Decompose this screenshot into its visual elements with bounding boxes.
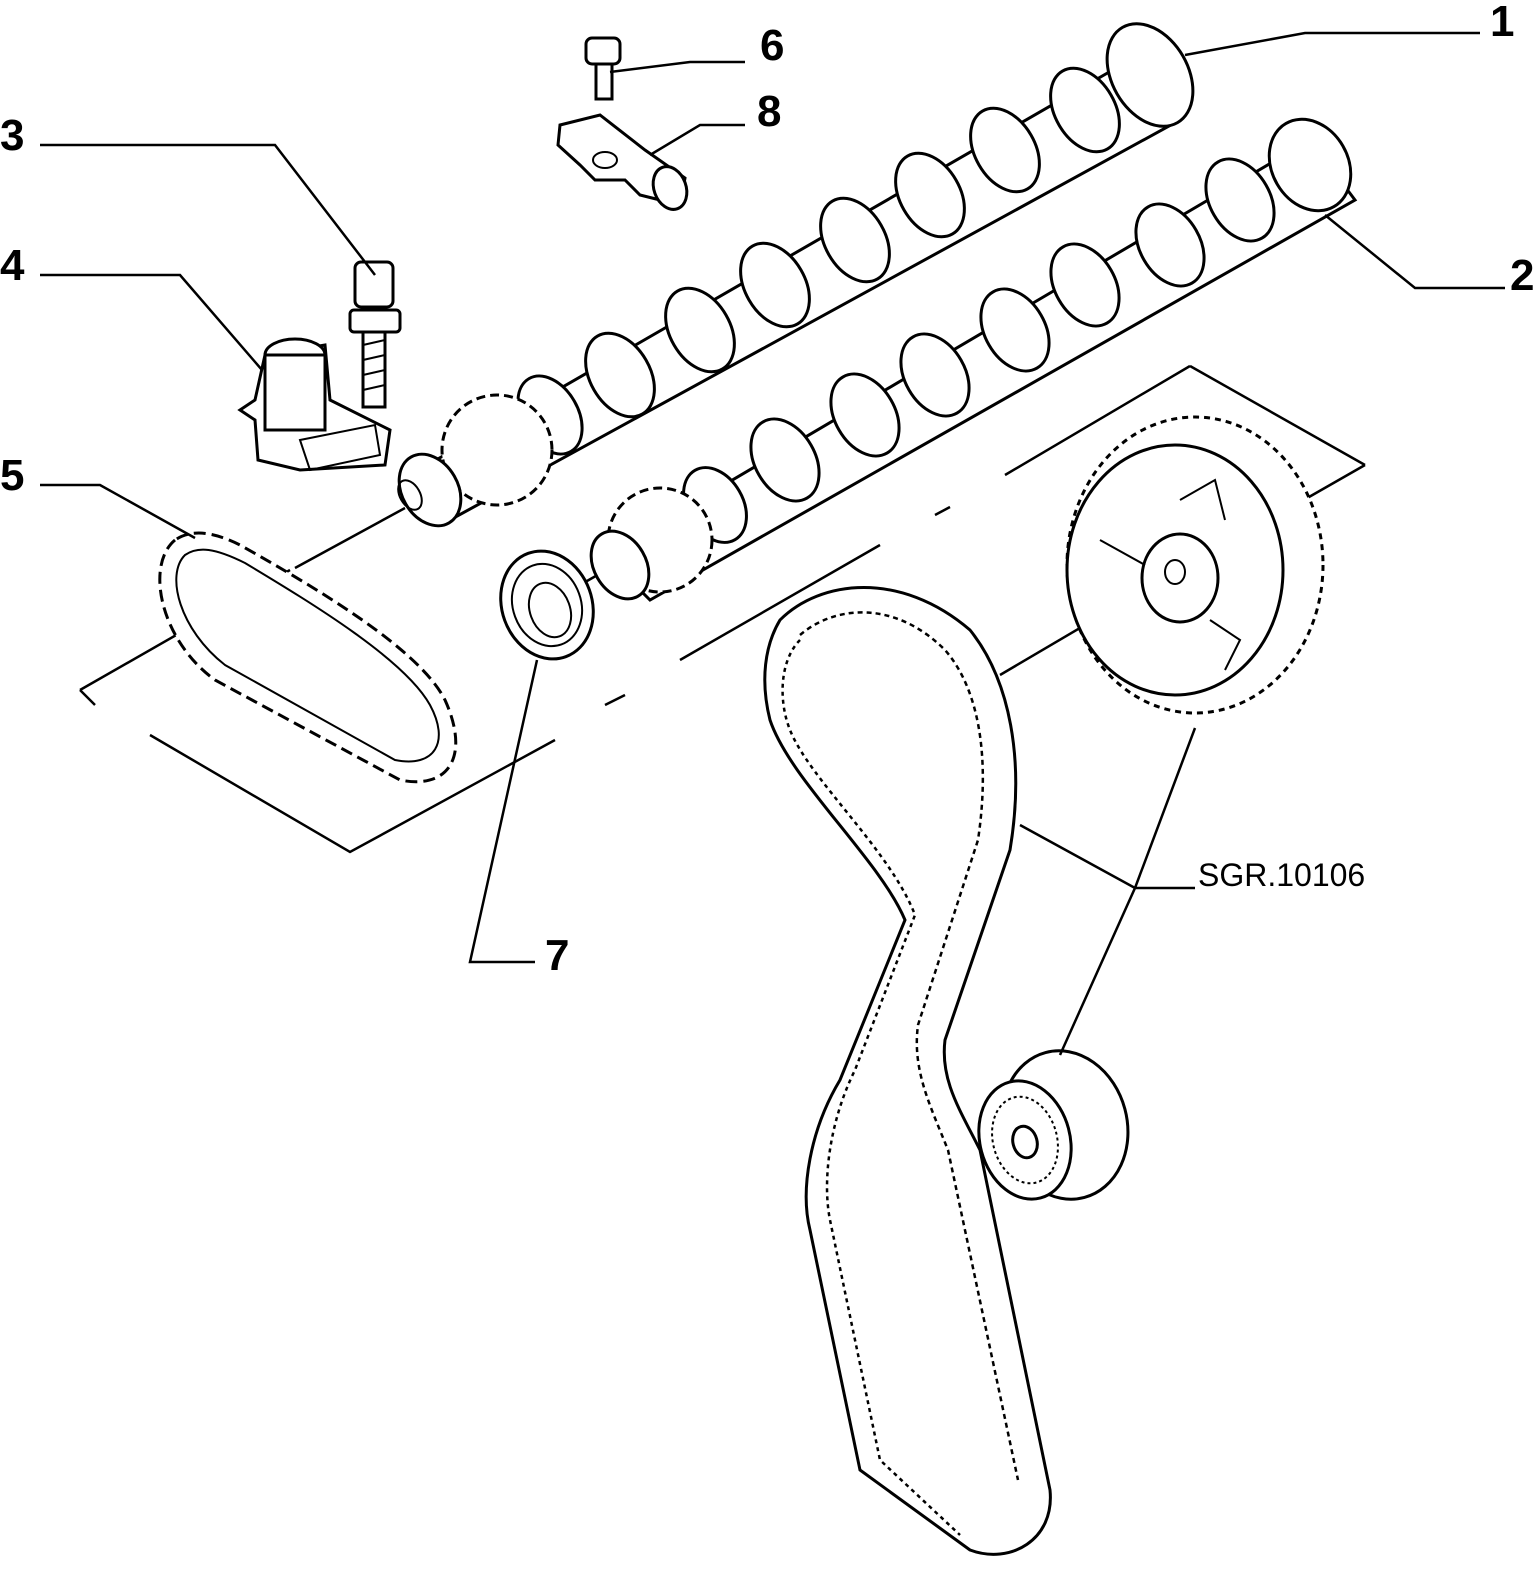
bolt-part-3	[348, 260, 402, 409]
chain-tensioner-part-4	[237, 337, 392, 472]
tensioner-roller	[977, 1049, 1130, 1201]
callout-3: 3	[0, 111, 24, 160]
timing-chain-part-5	[158, 531, 458, 784]
camshaft-lower	[589, 117, 1358, 602]
callout-6: 6	[760, 21, 784, 70]
timing-belt	[763, 586, 1052, 1556]
callout-4: 4	[0, 241, 25, 290]
leader-lines	[40, 31, 1505, 1056]
reference-code: SGR.10106	[1198, 857, 1365, 893]
oil-seal-part-7	[499, 549, 595, 661]
callout-7: 7	[545, 931, 569, 980]
callout-8: 8	[757, 87, 781, 136]
camshaft-pulley	[1065, 415, 1325, 715]
callout-1: 1	[1490, 0, 1514, 46]
bolt-part-6	[584, 36, 622, 101]
sensor-part-8	[556, 113, 689, 211]
callout-5: 5	[0, 451, 24, 500]
callout-labels: 1 2 3 4 5 6 7 8 SGR.10106	[0, 0, 1534, 980]
camshaft-upper	[397, 22, 1195, 528]
callout-2: 2	[1510, 251, 1534, 300]
